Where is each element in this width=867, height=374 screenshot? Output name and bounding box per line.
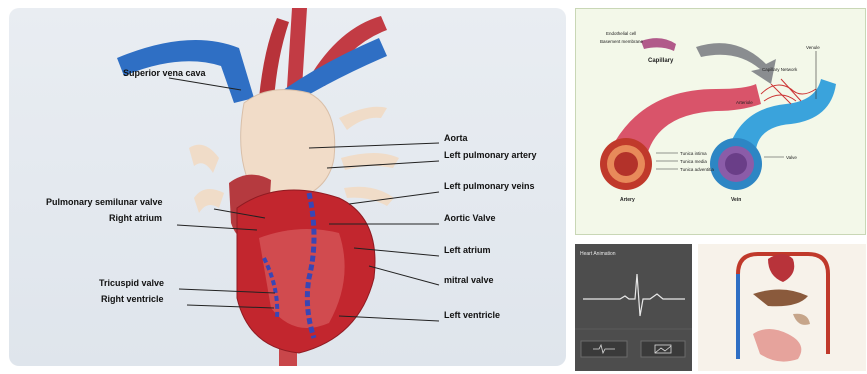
liver-shape bbox=[753, 289, 808, 306]
vein-lumen bbox=[725, 153, 747, 175]
label-capillary-network: Capillary Network bbox=[762, 67, 798, 72]
ecg-illustration: Heart Animation bbox=[575, 244, 692, 371]
label-aorta: Aorta bbox=[444, 133, 468, 143]
ecg-view-button[interactable] bbox=[581, 341, 627, 357]
stomach-shape bbox=[793, 314, 810, 325]
capillary-icon bbox=[641, 38, 676, 51]
label-tunica-media: Tunica media bbox=[680, 159, 707, 164]
intestine-shape bbox=[753, 329, 801, 362]
ecg-title: Heart Animation bbox=[580, 251, 616, 257]
label-vein: Vein bbox=[731, 197, 741, 203]
label-left-ventricle: Left ventricle bbox=[444, 310, 500, 320]
flow-arrow-icon bbox=[696, 43, 776, 84]
vein-branch bbox=[339, 107, 387, 130]
label-superior-vena-cava: Superior vena cava bbox=[123, 68, 207, 78]
heart-animation-panel[interactable]: Heart Animation bbox=[575, 244, 692, 371]
label-venule: Venule bbox=[806, 45, 820, 50]
blood-vessel-illustration: Endothelial cell Basement membrane Capil… bbox=[576, 9, 865, 234]
label-capillary: Capillary bbox=[648, 58, 674, 64]
aortic-branch bbox=[259, 18, 289, 100]
heart-illustration: Superior vena cava Aorta Left pulmonary … bbox=[9, 8, 566, 366]
label-tricuspid-valve: Tricuspid valve bbox=[99, 278, 164, 288]
circulation-illustration bbox=[698, 244, 866, 371]
image-view-button[interactable] bbox=[641, 341, 685, 357]
label-basement-membrane: Basement membrane bbox=[600, 39, 644, 44]
vein-branch bbox=[189, 145, 219, 173]
artery-lumen bbox=[614, 152, 638, 176]
heart-anatomy-panel[interactable]: Superior vena cava Aorta Left pulmonary … bbox=[9, 8, 566, 366]
label-artery: Artery bbox=[620, 197, 635, 203]
blood-vessel-panel[interactable]: Endothelial cell Basement membrane Capil… bbox=[575, 8, 866, 235]
label-right-ventricle: Right ventricle bbox=[101, 294, 164, 304]
label-aortic-valve: Aortic Valve bbox=[444, 213, 496, 223]
heart-shape bbox=[768, 254, 794, 282]
label-left-pulmonary-veins: Left pulmonary veins bbox=[444, 181, 535, 191]
label-tunica-adventitia: Tunica adventitia bbox=[680, 167, 714, 172]
aortic-branch bbox=[287, 8, 307, 88]
label-tunica-intima: Tunica intima bbox=[680, 151, 707, 156]
label-left-pulmonary-artery: Left pulmonary artery bbox=[444, 150, 537, 160]
vein-branch bbox=[341, 153, 399, 170]
circulation-panel[interactable] bbox=[698, 244, 866, 371]
label-arteriole: Arteriole bbox=[736, 100, 753, 105]
label-mitral-valve: mitral valve bbox=[444, 275, 494, 285]
vein-branch bbox=[194, 189, 224, 213]
label-pulmonary-semilunar-valve: Pulmonary semilunar valve bbox=[46, 197, 163, 207]
label-valve: Valve bbox=[786, 155, 797, 160]
label-endothelial-cell: Endothelial cell bbox=[606, 31, 636, 36]
label-left-atrium: Left atrium bbox=[444, 245, 491, 255]
label-right-atrium: Right atrium bbox=[109, 213, 162, 223]
ecg-waveform bbox=[583, 274, 685, 316]
vein-branch bbox=[344, 187, 394, 206]
